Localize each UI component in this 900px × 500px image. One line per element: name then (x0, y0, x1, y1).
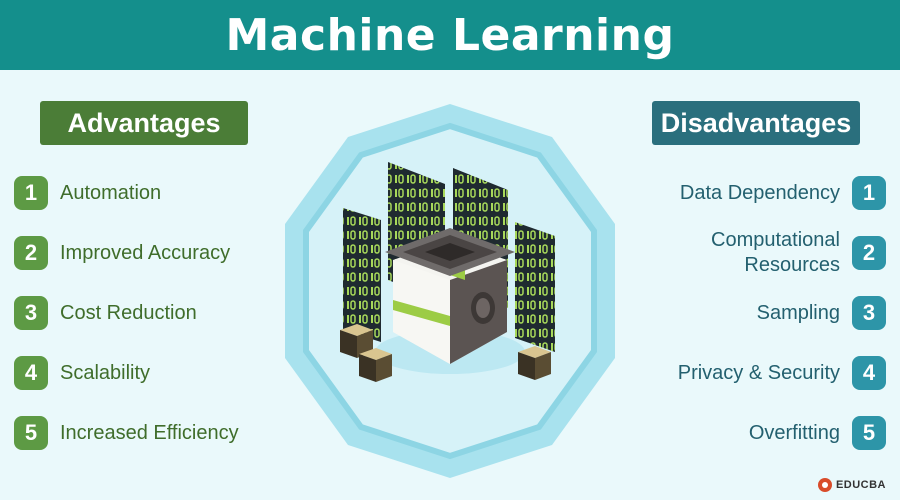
number-badge: 3 (14, 296, 48, 330)
advantage-label: Cost Reduction (60, 301, 197, 324)
disadvantage-item: Overfitting 5 (749, 415, 886, 451)
page-title: Machine Learning (225, 9, 675, 61)
number-badge: 4 (852, 356, 886, 390)
number-badge: 2 (852, 236, 886, 270)
disadvantage-label: Sampling (756, 301, 840, 324)
number-badge: 1 (852, 176, 886, 210)
number-badge: 2 (14, 236, 48, 270)
disadvantage-label-line: Resources (744, 254, 840, 276)
data-cube-icon (518, 346, 551, 380)
title-bar: Machine Learning (0, 0, 900, 70)
disadvantage-item: Sampling 3 (757, 295, 886, 331)
advantage-item: 1 Automation (14, 175, 161, 211)
disadvantage-label-line: Computational (711, 229, 840, 251)
advantage-label: Improved Accuracy (60, 241, 231, 264)
server-tower (385, 228, 515, 364)
number-badge: 5 (852, 416, 886, 450)
advantage-label: Increased Efficiency (60, 421, 239, 444)
advantage-item: 4 Scalability (14, 355, 150, 391)
disadvantage-item: Computational Resources 2 (711, 228, 886, 278)
advantages-heading: Advantages (40, 101, 248, 145)
disadvantage-label: Data Dependency (679, 181, 840, 204)
decagon-ring (303, 122, 597, 460)
disadvantage-item: Privacy & Security 4 (678, 355, 886, 391)
advantage-item: 3 Cost Reduction (14, 295, 197, 331)
number-badge: 1 (14, 176, 48, 210)
educba-logo-icon (817, 478, 832, 492)
ai-chip-server-icon (285, 104, 615, 478)
logo-text: EDUCBA (835, 479, 886, 491)
number-badge: 5 (14, 416, 48, 450)
advantage-label: Automation (60, 181, 162, 204)
disadvantage-label: Computational Resources (711, 228, 840, 278)
disadvantage-item: Data Dependency 1 (680, 175, 886, 211)
disadvantage-label: Overfitting (748, 421, 840, 444)
advantage-label: Scalability (60, 361, 151, 384)
advantage-item: 5 Increased Efficiency (14, 415, 239, 451)
disadvantages-heading: Disadvantages (652, 101, 860, 145)
number-badge: 3 (852, 296, 886, 330)
educba-logo: EDUCBA (817, 478, 886, 492)
advantage-item: 2 Improved Accuracy (14, 235, 230, 271)
disadvantage-label: Privacy & Security (677, 361, 840, 384)
data-cube-icon (359, 348, 392, 382)
number-badge: 4 (14, 356, 48, 390)
